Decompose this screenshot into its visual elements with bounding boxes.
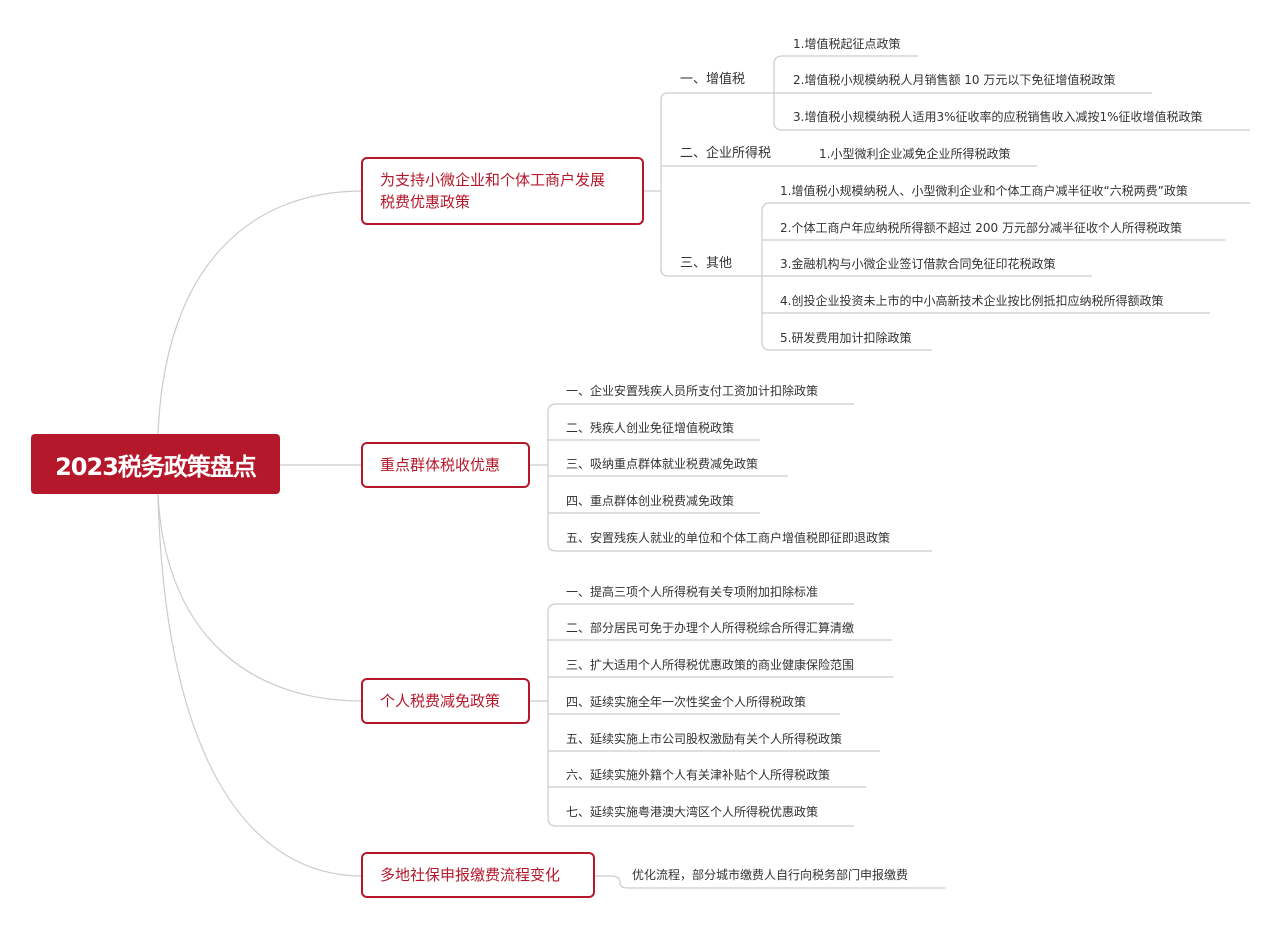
connector-b3-leaf1 — [547, 603, 854, 613]
branch-small-micro-enterprises[interactable]: 为支持小微企业和个体工商户发展 税费优惠政策 — [361, 157, 644, 225]
connector-root-b1 — [157, 190, 363, 435]
leaf-item[interactable]: 一、提高三项个人所得税有关专项附加扣除标准 — [566, 585, 819, 599]
leaf-item[interactable]: 5.研发费用加计扣除政策 — [780, 331, 912, 345]
connector-root-b4 — [157, 493, 363, 877]
leaf-item[interactable]: 3.增值税小规模纳税人适用3%征收率的应税销售收入减按1%征收增值税政策 — [793, 110, 1203, 124]
leaf-item[interactable]: 3.金融机构与小微企业签订借款合同免征印花税政策 — [780, 257, 1056, 271]
branch-label: 个人税费减免政策 — [380, 692, 501, 710]
connector-b4-leaf1 — [594, 875, 945, 889]
connector-g3-leaf1 — [761, 202, 1250, 212]
branch-label: 重点群体税收优惠 — [380, 456, 501, 474]
connector-g1-leaf3 — [773, 121, 1250, 131]
connector-g3 — [660, 267, 742, 277]
connector-root-b3 — [157, 493, 363, 702]
leaf-item[interactable]: 一、企业安置残疾人员所支付工资加计扣除政策 — [566, 384, 819, 398]
group-other[interactable]: 三、其他 — [680, 256, 733, 271]
leaf-item[interactable]: 七、延续实施粤港澳大湾区个人所得税优惠政策 — [566, 805, 819, 819]
connector-b2-leaf1 — [547, 403, 854, 413]
connector-g1 — [660, 92, 752, 101]
branch-label: 多地社保申报缴费流程变化 — [380, 866, 561, 884]
root-title: 2023税务政策盘点 — [55, 452, 257, 481]
branch-social-security[interactable]: 多地社保申报缴费流程变化 — [361, 852, 595, 898]
branch-label: 为支持小微企业和个体工商户发展 税费优惠政策 — [380, 171, 606, 211]
branch-key-groups[interactable]: 重点群体税收优惠 — [361, 442, 530, 488]
leaf-item[interactable]: 1.小型微利企业减免企业所得税政策 — [819, 147, 1011, 161]
leaf-item[interactable]: 二、残疾人创业免征增值税政策 — [566, 421, 735, 435]
leaf-item[interactable]: 优化流程，部分城市缴费人自行向税务部门申报缴费 — [632, 868, 909, 882]
root-topic[interactable]: 2023税务政策盘点 — [31, 434, 280, 494]
group-vat[interactable]: 一、增值税 — [680, 72, 746, 87]
leaf-item[interactable]: 三、吸纳重点群体就业税费减免政策 — [566, 457, 759, 471]
leaf-item[interactable]: 二、部分居民可免于办理个人所得税综合所得汇算清缴 — [566, 621, 855, 635]
leaf-item[interactable]: 六、延续实施外籍个人有关津补贴个人所得税政策 — [566, 768, 831, 782]
leaf-item[interactable]: 五、安置残疾人就业的单位和个体工商户增值税即征即退政策 — [566, 531, 891, 545]
leaf-item[interactable]: 1.增值税小规模纳税人、小型微利企业和个体工商户减半征收“六税两费”政策 — [780, 184, 1188, 198]
connector-g3-leaf5 — [761, 341, 932, 351]
branch-personal-tax[interactable]: 个人税费减免政策 — [361, 678, 530, 724]
connector-b2-leaf5 — [547, 542, 932, 552]
leaf-item[interactable]: 四、重点群体创业税费减免政策 — [566, 494, 735, 508]
connector-g1-leaf1 — [773, 55, 918, 65]
group-corporate-income-tax[interactable]: 二、企业所得税 — [680, 146, 772, 161]
leaf-item[interactable]: 三、扩大适用个人所得税优惠政策的商业健康保险范围 — [566, 658, 855, 672]
leaf-item[interactable]: 四、延续实施全年一次性奖金个人所得税政策 — [566, 695, 807, 709]
leaf-item[interactable]: 4.创投企业投资未上市的中小高新技术企业按比例抵扣应纳税所得额政策 — [780, 294, 1164, 308]
leaf-item[interactable]: 2.个体工商户年应纳税所得额不超过 200 万元部分减半征收个人所得税政策 — [780, 221, 1182, 235]
leaf-item[interactable]: 五、延续实施上市公司股权激励有关个人所得税政策 — [566, 732, 843, 746]
leaf-item[interactable]: 2.增值税小规模纳税人月销售额 10 万元以下免征增值税政策 — [793, 73, 1116, 87]
leaf-item[interactable]: 1.增值税起征点政策 — [793, 37, 901, 51]
connector-b3-leaf7 — [547, 817, 854, 827]
